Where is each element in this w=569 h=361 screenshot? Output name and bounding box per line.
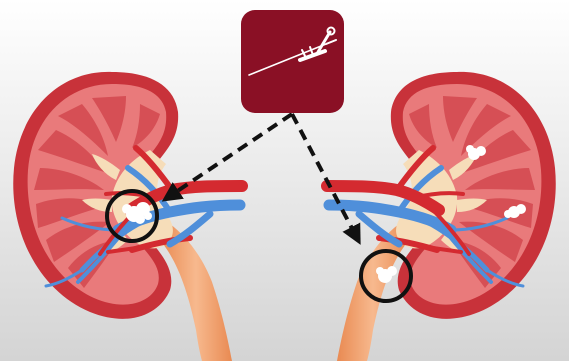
laser-fiber-icon bbox=[241, 10, 344, 113]
icon-tile bbox=[241, 10, 344, 113]
